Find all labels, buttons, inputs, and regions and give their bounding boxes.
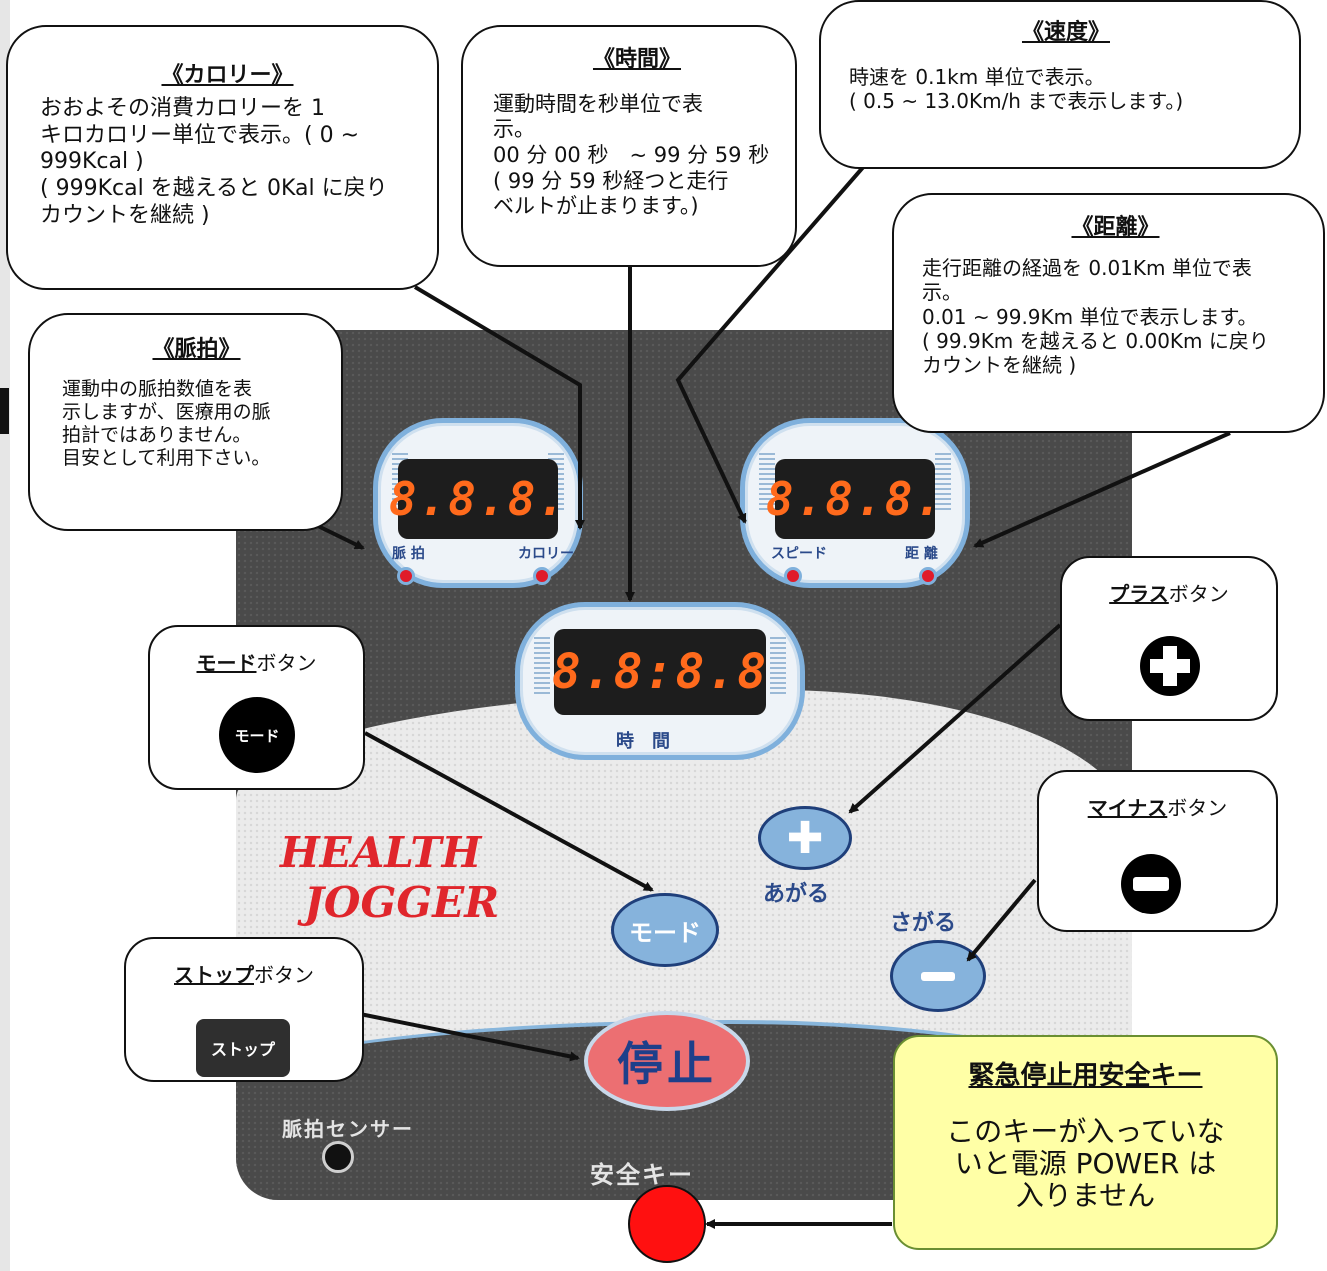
brand-jogger: JOGGER [304, 878, 500, 927]
page-edge-mark [0, 388, 9, 434]
mode-callout-title-rest: ボタン [256, 651, 317, 675]
calorie-callout-title: 《カロリー》 [161, 63, 294, 88]
calorie-arrow [413, 285, 585, 530]
safety-key-callout: 緊急停止用安全キー このキーが入っていな いと電源 POWER は 入りません [893, 1035, 1278, 1250]
mode-arrow [364, 731, 654, 892]
distance-callout: 《距離》 走行距離の経過を 0.01Km 単位で表 示。 0.01 ~ 99.9… [892, 193, 1325, 433]
speaker-grille [770, 637, 786, 697]
pulse-indicator-led [397, 567, 415, 585]
time-callout-title: 《時間》 [592, 47, 681, 72]
time-callout-body: 運動時間を秒単位で表 示。 00 分 00 秒 ~ 99 分 59 秒 ( 99… [493, 91, 770, 219]
plus-circle-icon [1140, 636, 1200, 696]
calorie-label: カロリー [518, 546, 574, 562]
time-label: 時 間 [616, 731, 670, 752]
speed-distance-display: 8.8.8. スピード 距 離 [740, 418, 970, 588]
mode-button-label: モード [629, 918, 701, 947]
plus-callout-title-rest: ボタン [1168, 582, 1229, 606]
stop-button-icon: ストップ [196, 1019, 290, 1077]
speaker-grille [759, 453, 775, 513]
stop-callout-title-bold: ストップ [174, 963, 254, 987]
mode-button[interactable]: モード [611, 893, 719, 967]
speed-indicator-led [784, 567, 802, 585]
stop-button[interactable]: 停止 [584, 1011, 750, 1111]
safety-key[interactable] [628, 1185, 706, 1263]
distance-callout-body: 走行距離の経過を 0.01Km 単位で表 示。 0.01 ~ 99.9Km 単位… [922, 255, 1269, 378]
stop-callout-title-rest: ボタン [254, 963, 314, 987]
pulse-calorie-display: 8.8.8. 脈 拍 カロリー [373, 418, 583, 588]
minus-callout-title-bold: マイナス [1087, 796, 1168, 820]
speed-callout: 《速度》 時速を 0.1km 単位で表示。 ( 0.5 ~ 13.0Km/h ま… [819, 0, 1301, 169]
safety-key-callout-body: このキーが入っていな いと電源 POWER は 入りません [946, 1115, 1225, 1213]
speed-up-button[interactable]: ✚ [758, 806, 852, 870]
distance-label: 距 離 [905, 546, 938, 562]
distance-indicator-led [919, 567, 937, 585]
brand-health: HEALTH [280, 828, 482, 877]
pulse-callout: 《脈拍》 運動中の脈拍数値を表 示しますが、医療用の脈 拍計ではありません。 目… [28, 313, 343, 531]
pulse-sensor[interactable] [322, 1141, 354, 1173]
minus-callout-title-rest: ボタン [1167, 796, 1228, 820]
pulse-callout-title: 《脈拍》 [152, 337, 241, 362]
speed-callout-title: 《速度》 [1021, 20, 1110, 45]
mode-callout-title-bold: モード [196, 651, 257, 675]
pulse-calorie-readout: 8.8.8. [389, 459, 565, 539]
calorie-indicator-led [533, 567, 551, 585]
stop-button-callout: ストップボタン ストップ [124, 937, 364, 1082]
mode-button-callout: モードボタン モード [148, 625, 365, 790]
minus-icon [921, 971, 955, 981]
speed-distance-readout: 8.8.8. [766, 459, 942, 539]
stop-arrow [359, 1012, 580, 1062]
pulse-callout-body: 運動中の脈拍数値を表 示しますが、医療用の脈 拍計ではありません。 目安として利… [62, 377, 271, 470]
distance-arrow [973, 431, 1231, 548]
pulse-label: 脈 拍 [392, 546, 425, 562]
page-edge-strip [0, 0, 10, 1271]
speed-arrow [675, 163, 867, 524]
distance-callout-title: 《距離》 [1071, 215, 1160, 240]
safety-key-slot-label: 安全キー [590, 1161, 694, 1189]
plus-callout-title-bold: プラス [1109, 582, 1169, 606]
minus-button-callout: マイナスボタン [1037, 770, 1278, 932]
calorie-callout-body: おおよその消費カロリーを 1 キロカロリー単位で表示。( 0 ~ 999Kcal… [40, 95, 388, 229]
mode-icon-label: モード [234, 726, 280, 745]
minus-circle-icon [1121, 854, 1181, 914]
time-readout: 8.8:8.8 [552, 629, 766, 715]
plus-arrow [848, 623, 1062, 814]
pulse-sensor-label: 脈拍センサー [282, 1117, 414, 1141]
safety-key-callout-title: 緊急停止用安全キー [968, 1061, 1203, 1091]
calorie-callout: 《カロリー》 おおよその消費カロリーを 1 キロカロリー単位で表示。( 0 ~ … [6, 25, 439, 290]
speed-callout-body: 時速を 0.1km 単位で表示。 ( 0.5 ~ 13.0Km/h まで表示しま… [849, 64, 1184, 114]
speaker-grille [935, 453, 951, 513]
speed-label: スピード [771, 546, 827, 562]
speed-up-caption: あがる [763, 882, 830, 907]
plus-button-callout: プラスボタン [1060, 556, 1278, 721]
speed-down-caption: さがる [890, 911, 957, 936]
time-callout: 《時間》 運動時間を秒単位で表 示。 00 分 00 秒 ~ 99 分 59 秒… [461, 25, 797, 267]
time-display: 8.8:8.8 時 間 [515, 602, 805, 760]
stop-icon-label: ストップ [210, 1040, 275, 1059]
minus-arrow [966, 878, 1037, 962]
speaker-grille [534, 637, 550, 697]
mode-button-icon: モード [219, 697, 295, 773]
plus-icon: ✚ [786, 812, 824, 864]
